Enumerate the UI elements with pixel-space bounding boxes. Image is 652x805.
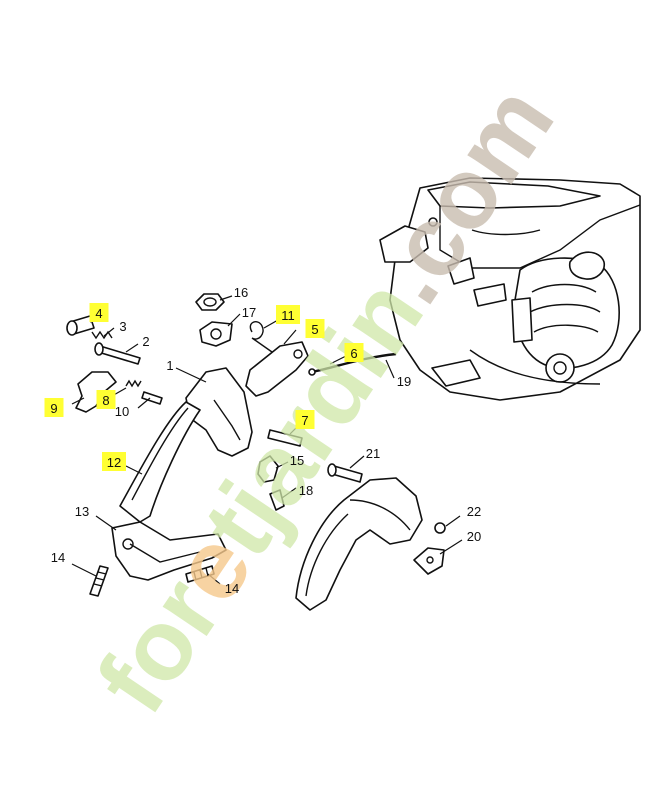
part-11-spring [249, 321, 273, 353]
part-14-screw-left [89, 565, 109, 597]
part-10-pin [141, 391, 163, 405]
callout-number: 21 [366, 446, 380, 461]
part-3-spring [91, 330, 113, 340]
callout-20: 20 [467, 529, 481, 544]
callout-number: 3 [119, 319, 126, 334]
part-8-spring [125, 379, 142, 388]
callout-highlight [44, 398, 64, 417]
callout-3: 3 [119, 319, 126, 334]
callout-number: 22 [467, 504, 481, 519]
part-6-19-rod [308, 352, 397, 376]
part-4-pin [66, 315, 95, 336]
callout-highlight [305, 319, 325, 338]
callout-10: 10 [115, 404, 129, 419]
part-22-nut [434, 522, 446, 534]
part-2-long-pin [94, 342, 141, 365]
part-5-lever [245, 341, 309, 397]
callout-highlight [276, 305, 300, 324]
callout-highlight [89, 303, 109, 322]
part-18-fitting [269, 489, 285, 511]
callout-4: 4 [89, 303, 109, 322]
callout-number: 9 [50, 401, 57, 416]
callout-number: 4 [95, 306, 102, 321]
callout-number: 2 [142, 334, 149, 349]
part-14-screw-right [185, 565, 215, 583]
callout-2: 2 [142, 334, 149, 349]
callout-number: 12 [107, 455, 121, 470]
callout-number: 16 [234, 285, 248, 300]
callout-number: 1 [166, 358, 173, 373]
callout-12: 12 [102, 452, 126, 471]
callout-number: 14 [51, 550, 65, 565]
callout-highlight [295, 410, 315, 429]
callout-number: 18 [299, 483, 313, 498]
callout-number: 11 [281, 308, 295, 323]
callout-9: 9 [44, 398, 64, 417]
part-7-pin [267, 429, 303, 447]
callout-highlight [96, 390, 116, 409]
part-15-valve [257, 455, 279, 483]
callout-14: 14 [225, 581, 239, 596]
part-12-handle-grip [119, 401, 201, 523]
part-16-nut [195, 293, 225, 311]
callout-5: 5 [305, 319, 325, 338]
callout-8: 8 [96, 390, 116, 409]
callout-number: 8 [102, 393, 109, 408]
callout-7: 7 [295, 410, 315, 429]
saw-body [379, 177, 641, 401]
callout-number: 20 [467, 529, 481, 544]
callout-number: 10 [115, 404, 129, 419]
part-21-bolt [327, 463, 363, 483]
part-20-plate [413, 547, 445, 575]
callout-1: 1 [166, 358, 173, 373]
callout-17: 17 [242, 305, 256, 320]
part-1-front-handle [185, 367, 253, 457]
callout-number: 15 [290, 453, 304, 468]
callout-number: 6 [350, 346, 357, 361]
callout-number: 19 [397, 374, 411, 389]
callout-number: 5 [311, 322, 318, 337]
callout-number: 17 [242, 305, 256, 320]
callout-number: 7 [301, 413, 308, 428]
callout-19: 19 [397, 374, 411, 389]
callout-14: 14 [51, 550, 65, 565]
callout-number: 14 [225, 581, 239, 596]
callout-21: 21 [366, 446, 380, 461]
part-17-plate [199, 321, 233, 347]
part-13-bracket [111, 521, 227, 581]
callout-15: 15 [290, 453, 304, 468]
callout-16: 16 [234, 285, 248, 300]
rear-handle [295, 477, 423, 611]
callout-6: 6 [344, 343, 364, 362]
callout-highlight [344, 343, 364, 362]
callout-13: 13 [75, 504, 89, 519]
callout-number: 13 [75, 504, 89, 519]
callout-22: 22 [467, 504, 481, 519]
callout-18: 18 [299, 483, 313, 498]
callout-11: 11 [276, 305, 300, 324]
callout-highlight [102, 452, 126, 471]
